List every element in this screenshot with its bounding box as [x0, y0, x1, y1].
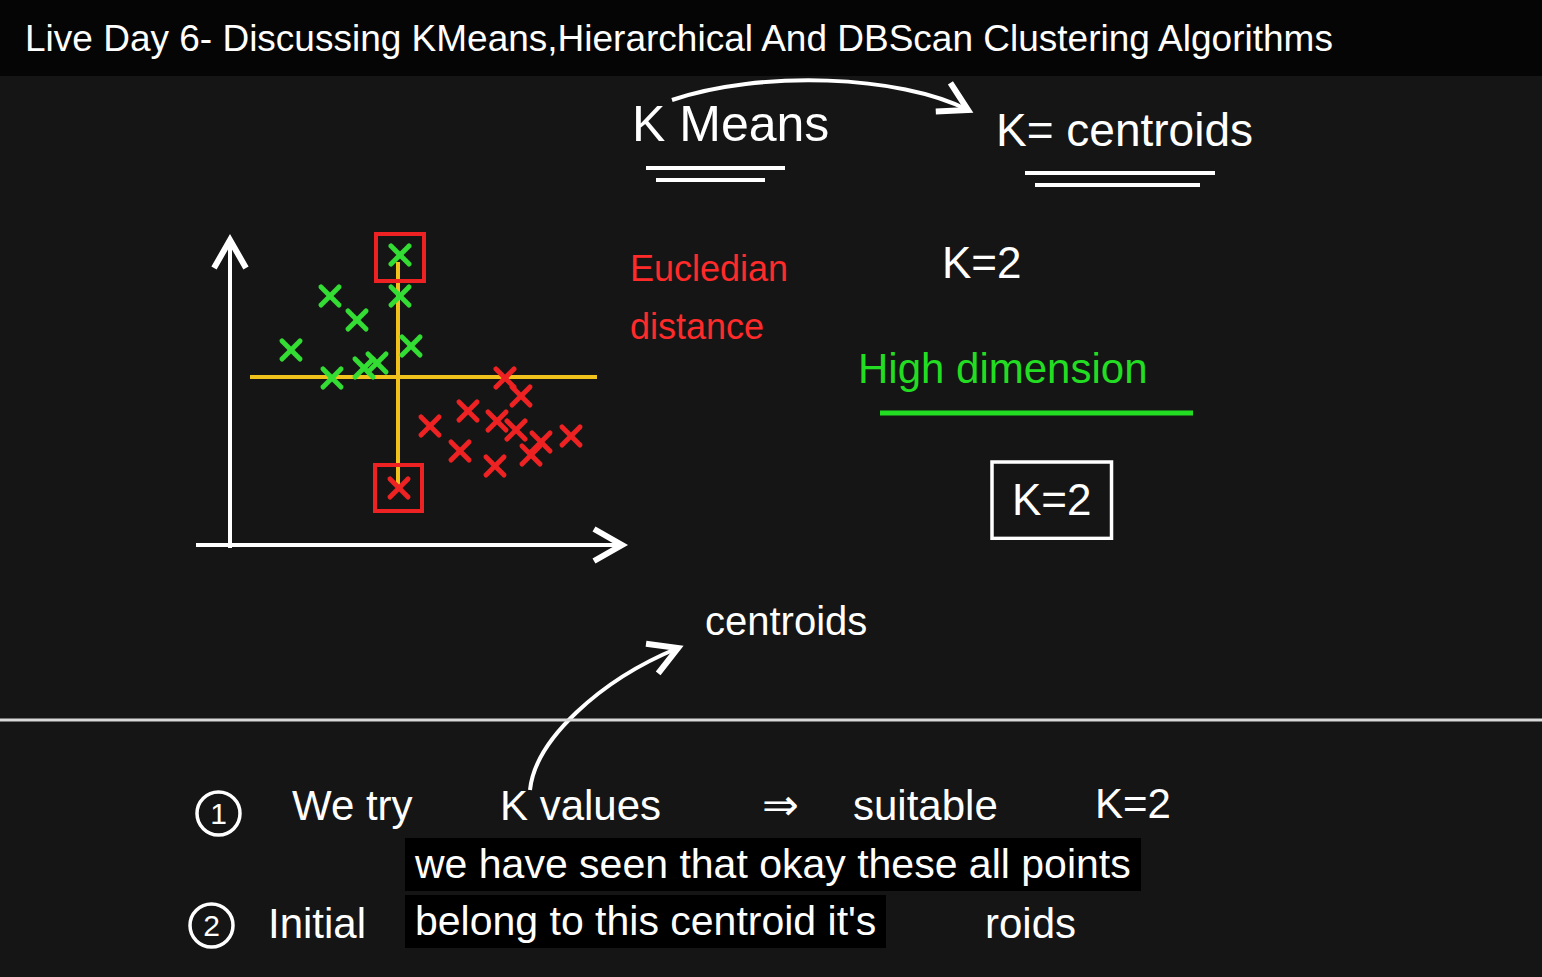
data-point-mark: [512, 387, 530, 405]
note: High dimension: [858, 345, 1148, 393]
data-point-mark: [391, 287, 409, 305]
data-point-mark: [451, 442, 469, 460]
data-point-mark: [507, 421, 525, 439]
data-point-mark: [321, 287, 339, 305]
boxed-value: K=2: [990, 460, 1114, 540]
heading: K Means: [632, 96, 829, 154]
data-point-mark: [348, 311, 366, 329]
data-point-mark: [391, 246, 409, 264]
step-text: suitable: [853, 782, 998, 830]
data-point-mark: [459, 402, 477, 420]
data-point-mark: [488, 412, 506, 430]
step-text: roids: [985, 900, 1076, 948]
data-point-mark: [532, 433, 550, 451]
data-point-mark: [368, 354, 386, 372]
data-point-mark: [512, 387, 530, 405]
data-point-mark: [402, 337, 420, 355]
note: Eucledian distance: [630, 240, 830, 355]
data-point-mark: [323, 369, 341, 387]
data-point-mark: [348, 311, 366, 329]
data-point-mark: [391, 287, 409, 305]
subtitle: belong to this centroid it's: [405, 895, 886, 948]
step-number: 1: [195, 790, 242, 837]
definition: K= centroids: [996, 104, 1253, 157]
video-title: Live Day 6- Discussing KMeans,Hierarchic…: [25, 18, 1333, 61]
data-point-mark: [282, 341, 300, 359]
data-point-mark: [562, 427, 580, 445]
value: K=2: [942, 238, 1022, 289]
data-point-mark: [507, 421, 525, 439]
callout: centroids: [705, 598, 867, 644]
subtitle: we have seen that okay these all points: [405, 838, 1141, 891]
step-text: K=2: [1095, 780, 1171, 828]
data-point-mark: [282, 341, 300, 359]
data-point-mark: [488, 412, 506, 430]
data-point-mark: [321, 287, 339, 305]
data-point-mark: [390, 479, 408, 497]
data-point-mark: [496, 369, 514, 387]
data-point-mark: [486, 457, 504, 475]
data-point-mark: [391, 246, 409, 264]
data-point-mark: [562, 427, 580, 445]
data-point-mark: [421, 417, 439, 435]
step-text: We try: [292, 782, 413, 830]
step-symbol: ⇒: [762, 780, 799, 831]
data-point-mark: [532, 433, 550, 451]
node-text: K=2: [1012, 476, 1092, 524]
data-point-mark: [451, 442, 469, 460]
data-point-mark: [496, 369, 514, 387]
data-point-mark: [323, 369, 341, 387]
node-text: 2: [203, 909, 220, 942]
data-point-mark: [459, 402, 477, 420]
step-text: K values: [500, 782, 661, 830]
node-text: 1: [210, 797, 227, 830]
data-point-mark: [486, 457, 504, 475]
data-point-mark: [421, 417, 439, 435]
step-number: 2: [188, 902, 235, 949]
data-point-mark: [390, 479, 408, 497]
data-point-mark: [368, 354, 386, 372]
data-point-mark: [402, 337, 420, 355]
step-text: Initial: [268, 900, 366, 948]
